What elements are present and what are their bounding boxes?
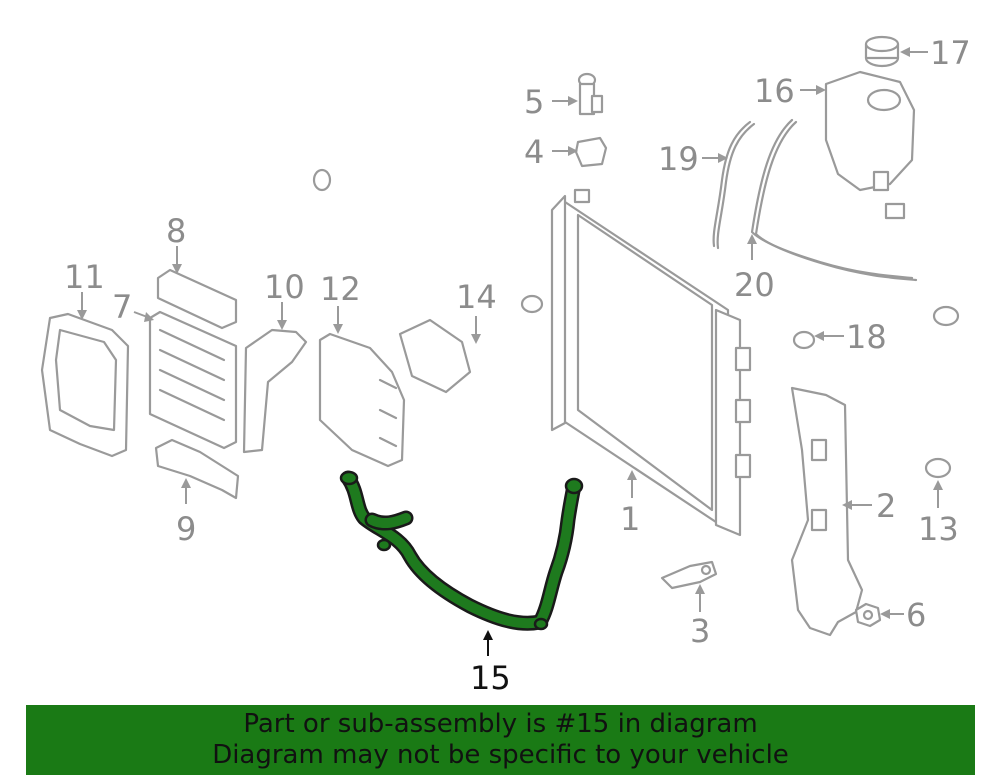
bracket-part-9 — [154, 438, 240, 500]
radiator-part-1 — [550, 188, 752, 537]
callout-4: 4 — [524, 133, 544, 171]
clip-part-4 — [574, 136, 608, 168]
duct-part-11 — [40, 312, 130, 458]
callout-10: 10 — [264, 268, 305, 306]
cap-part-17 — [864, 35, 900, 68]
nut-part-6 — [854, 602, 882, 628]
line-part-19 — [712, 120, 756, 250]
shroud-part-12 — [318, 332, 406, 468]
hose-part-18 — [792, 202, 908, 350]
banner-line-2: Diagram may not be specific to your vehi… — [212, 740, 789, 770]
callout-3: 3 — [690, 612, 710, 650]
highlighted-hose-part-15 — [339, 470, 584, 631]
callout-17: 17 — [930, 34, 971, 72]
side-bracket-part-2 — [790, 386, 864, 637]
callout-14: 14 — [456, 278, 497, 316]
callout-20: 20 — [734, 266, 775, 304]
notice-banner: Part or sub-assembly is #15 in diagram D… — [26, 705, 975, 775]
push-pin-part-5 — [577, 72, 604, 116]
line-part-20 — [750, 118, 918, 282]
expansion-tank-part-16 — [824, 70, 916, 192]
callout-13: 13 — [918, 510, 959, 548]
callout-7: 7 — [112, 288, 132, 326]
upper-hose-part-14 — [312, 168, 544, 394]
callout-8: 8 — [166, 212, 186, 250]
hose-part-13 — [922, 305, 960, 479]
small-bracket-part-3 — [660, 560, 718, 590]
callout-19: 19 — [658, 140, 699, 178]
callout-6: 6 — [906, 596, 926, 634]
callout-11: 11 — [64, 258, 105, 296]
callouts: 1 2 3 4 5 6 7 8 9 10 — [64, 34, 971, 697]
callout-1: 1 — [620, 500, 640, 538]
callout-5: 5 — [524, 83, 544, 121]
callout-9: 9 — [176, 510, 196, 548]
cooler-part-7 — [148, 310, 238, 450]
callout-12: 12 — [320, 270, 361, 308]
parts-diagram: 1 2 3 4 5 6 7 8 9 10 — [40, 34, 971, 697]
banner-line-1: Part or sub-assembly is #15 in diagram — [243, 709, 758, 739]
callout-18: 18 — [846, 318, 887, 356]
callout-15: 15 — [470, 659, 511, 697]
callout-2: 2 — [876, 487, 896, 525]
bracket-part-10 — [242, 328, 308, 454]
bracket-part-8 — [156, 268, 238, 330]
callout-16: 16 — [754, 72, 795, 110]
